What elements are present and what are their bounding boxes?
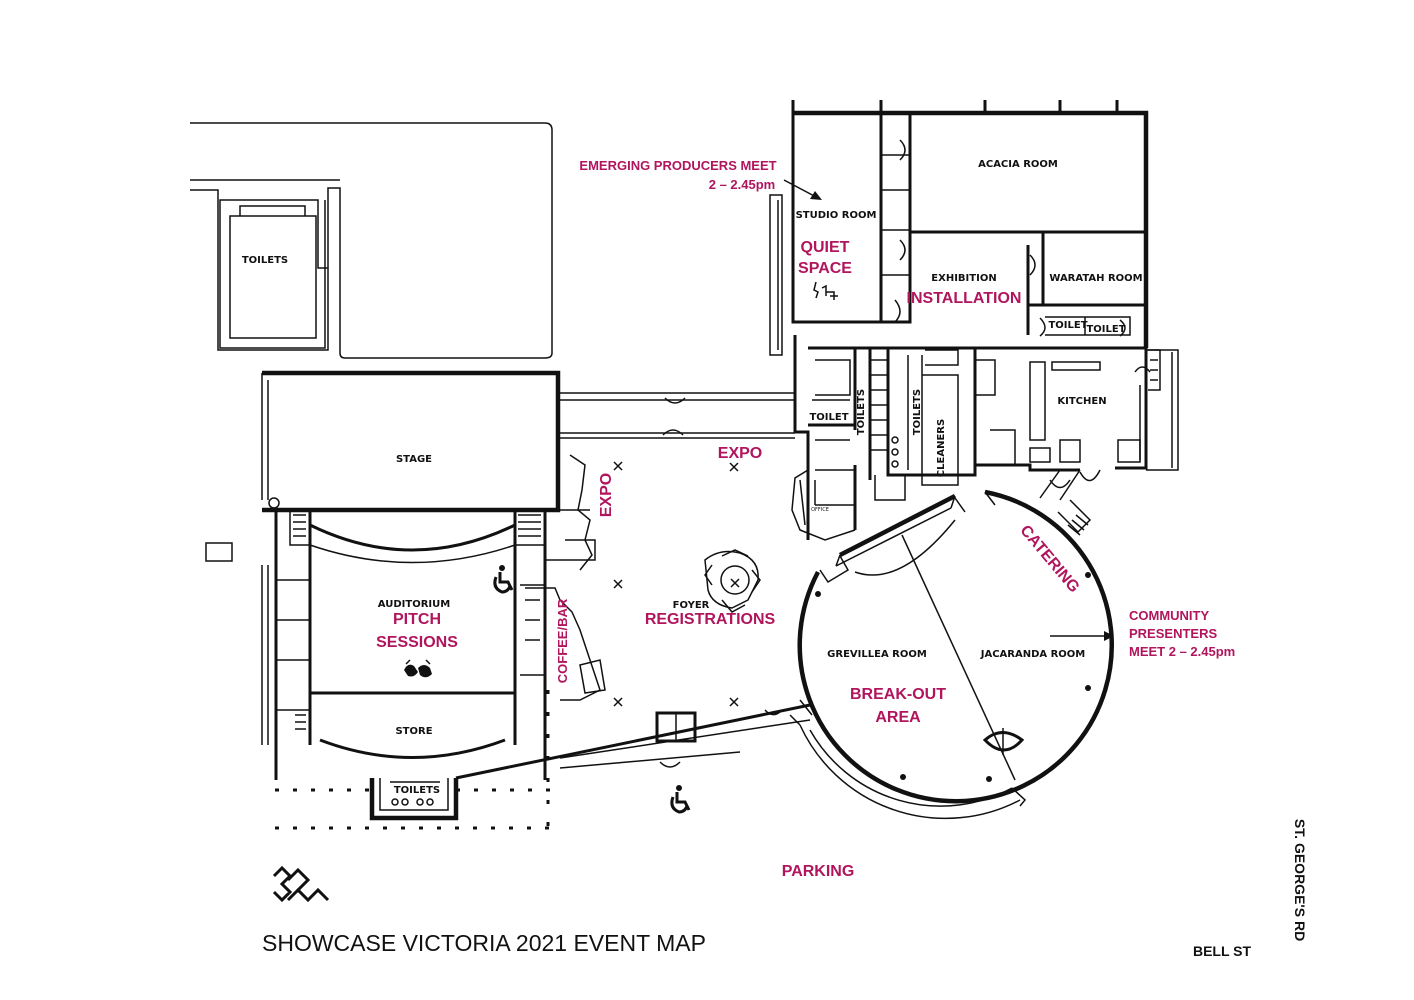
waratah-room-label: WARATAH ROOM [1049,273,1142,284]
exhibition-label: EXHIBITION [931,273,996,284]
stage-label: STAGE [396,454,432,465]
small-box [205,542,233,562]
community-arrow [1050,631,1114,641]
accessibility-icon [493,565,514,594]
installation-label: INSTALLATION [907,290,1022,307]
toilet-1-label: TOILET [1048,320,1087,331]
bottom-toilets [369,778,459,821]
registrations-label: REGISTRATIONS [645,611,776,628]
expo-top-label: EXPO [718,445,762,462]
emerging-producers-line2: 2 – 2.45pm [709,177,776,192]
foyer-structure [455,392,811,780]
pitch-sessions-line1: PITCH [393,611,441,628]
columns-row [275,690,552,830]
logo-icon [272,865,330,903]
parking-label: PARKING [782,863,855,880]
community-presenters-line1: COMMUNITY [1129,608,1209,623]
foyer-label: FOYER [673,600,710,611]
pitch-sessions-line2: SESSIONS [376,634,458,651]
office-label: OFFICE [811,507,829,513]
studio-room-label: STUDIO ROOM [796,210,877,221]
expo-markers [613,461,740,707]
round-hall [789,489,1114,820]
quiet-space-line1: QUIET [801,239,850,256]
grevillea-room-label: GREVILLEA ROOM [827,649,927,660]
column-dots [815,572,1091,782]
expo-vertical-label: EXPO [598,473,615,517]
auditorium-label: AUDITORIUM [378,599,450,610]
catering-label: CATERING [1016,522,1082,596]
toilet-2-label: TOILET [1086,324,1125,335]
toilets-v1-label: TOILETS [856,389,867,435]
st-georges-rd-label: ST. GEORGE'S RD [1292,819,1308,941]
service-block [791,335,1179,541]
community-presenters-line3: MEET 2 – 2.45pm [1129,644,1235,659]
accessibility-icon-2 [670,785,691,814]
kitchen-label: KITCHEN [1057,396,1106,407]
acacia-room-label: ACACIA ROOM [978,159,1058,170]
emerging-arrow [783,179,822,200]
store-label: STORE [395,726,432,737]
toilet-3-label: TOILET [809,412,848,423]
breakout-area-line2: AREA [875,709,921,726]
coffee-bar-label: COFFEE/BAR [555,598,570,683]
auditorium [261,510,547,780]
toilets-bottom-label: TOILETS [394,785,440,796]
stage [261,370,561,513]
community-presenters-line2: PRESENTERS [1129,626,1217,641]
quiet-space-line2: SPACE [798,260,852,277]
map-title: SHOWCASE VICTORIA 2021 EVENT MAP [262,930,706,956]
quiet-person-icon [813,281,838,300]
breakout-area-line1: BREAK-OUT [850,686,946,703]
toilets-outdoor-label: TOILETS [242,255,288,266]
outdoor-area [190,122,553,359]
sign-language-icon [404,659,432,678]
bell-st-label: BELL ST [1193,943,1252,959]
jacaranda-room-label: JACARANDA ROOM [980,649,1086,660]
emerging-producers-line1: EMERGING PRODUCERS MEET [579,158,776,173]
north-east-block [769,100,1149,356]
toilets-v2-label: TOILETS [912,389,923,435]
cleaners-label: CLEANERS [936,419,947,477]
